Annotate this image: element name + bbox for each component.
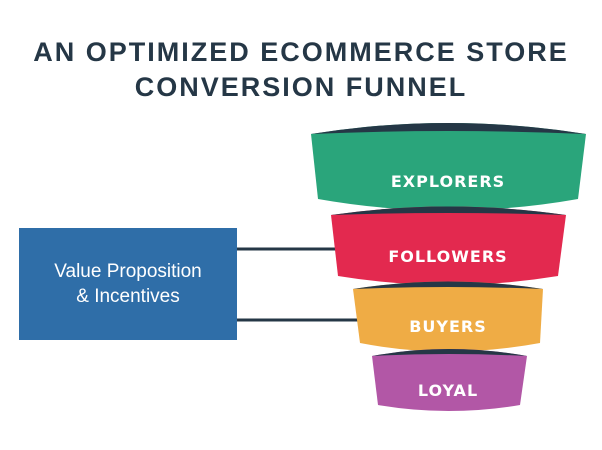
- funnel-layer-buyers: BUYERS: [353, 281, 543, 352]
- funnel-layer-followers: FOLLOWERS: [331, 206, 566, 285]
- title-line-2: CONVERSION FUNNEL: [134, 72, 468, 102]
- funnel-layer-loyal: LOYAL: [372, 349, 527, 411]
- funnel-layer-explorers: EXPLORERS: [311, 123, 586, 211]
- funnel-label-explorers: EXPLORERS: [391, 172, 505, 191]
- funnel-label-loyal: LOYAL: [418, 381, 478, 400]
- funnel-label-buyers: BUYERS: [409, 317, 487, 336]
- value-proposition-box: Value Proposition & Incentives: [19, 228, 237, 340]
- value-box-line-2: & Incentives: [76, 286, 180, 307]
- value-box-line-1: Value Proposition: [54, 261, 202, 282]
- funnel-label-followers: FOLLOWERS: [388, 247, 507, 266]
- title-line-1: AN OPTIMIZED ECOMMERCE STORE: [33, 37, 569, 67]
